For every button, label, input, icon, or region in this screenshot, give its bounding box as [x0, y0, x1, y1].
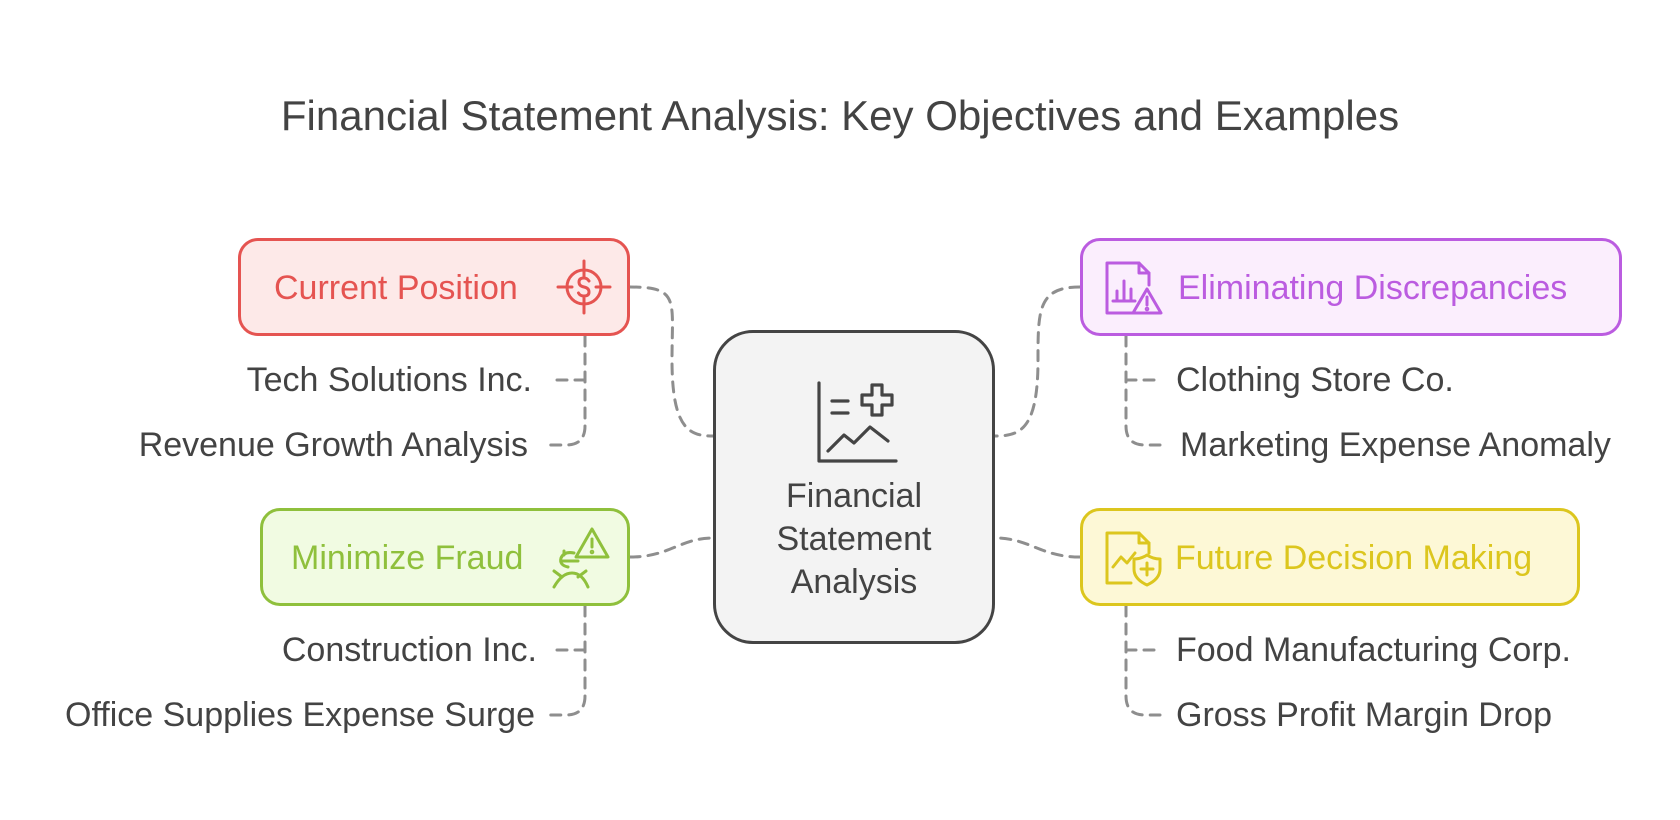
branch-current-position — [548, 334, 587, 447]
node-label: Minimize Fraud — [291, 539, 524, 577]
connector-minimize-fraud — [628, 536, 715, 559]
center-label: Financial Statement Analysis — [716, 475, 992, 604]
node-minimize-fraud: Minimize Fraud — [260, 508, 630, 606]
connector-future-decision — [993, 536, 1082, 559]
example-item: Office Supplies Expense Surge — [65, 696, 535, 734]
target-dollar-icon — [556, 259, 612, 315]
branch-future-decision — [1124, 604, 1162, 717]
node-current-position: Current Position — [238, 238, 630, 336]
diagram-title: Financial Statement Analysis: Key Object… — [280, 92, 1400, 139]
center-node: Financial Statement Analysis — [713, 330, 995, 644]
node-label: Eliminating Discrepancies — [1178, 269, 1568, 307]
node-future-decision-making: Future Decision Making — [1080, 508, 1580, 606]
report-shield-icon — [1105, 531, 1162, 587]
connector-current-position — [628, 285, 715, 438]
example-item: Revenue Growth Analysis — [138, 426, 528, 464]
center-label-line: Analysis — [790, 563, 918, 601]
branch-eliminating-discrepancies — [1124, 334, 1162, 447]
report-warning-icon — [1105, 261, 1163, 315]
center-label-line: Financial — [785, 477, 923, 515]
branch-minimize-fraud — [548, 604, 587, 717]
node-label: Current Position — [274, 269, 518, 307]
example-item: Food Manufacturing Corp. — [1176, 631, 1571, 669]
chart-plus-icon — [817, 381, 898, 463]
node-label: Future Decision Making — [1175, 539, 1533, 577]
example-item: Marketing Expense Anomaly — [1180, 426, 1611, 464]
example-item: Tech Solutions Inc. — [246, 361, 532, 399]
example-item: Construction Inc. — [281, 631, 537, 669]
center-label-line: Statement — [776, 520, 932, 558]
node-eliminating-discrepancies: Eliminating Discrepancies — [1080, 238, 1622, 336]
example-item: Gross Profit Margin Drop — [1176, 696, 1552, 734]
fraud-warning-icon — [552, 527, 610, 589]
connector-eliminating-discrepancies — [993, 285, 1082, 438]
example-item: Clothing Store Co. — [1176, 361, 1454, 399]
